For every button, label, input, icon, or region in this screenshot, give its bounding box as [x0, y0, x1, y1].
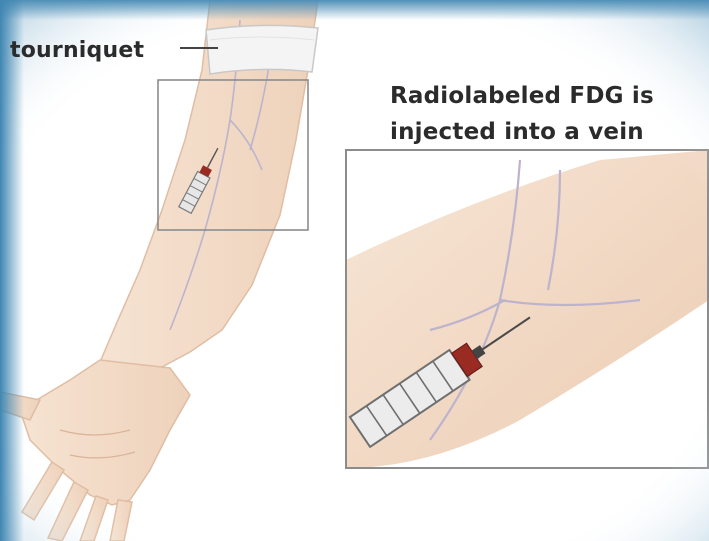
caption-line-2: injected into a vein: [390, 114, 654, 150]
injection-caption: Radiolabeled FDG is injected into a vein: [390, 78, 654, 150]
tourniquet-label: tourniquet: [10, 38, 144, 63]
caption-line-1: Radiolabeled FDG is: [390, 78, 654, 114]
